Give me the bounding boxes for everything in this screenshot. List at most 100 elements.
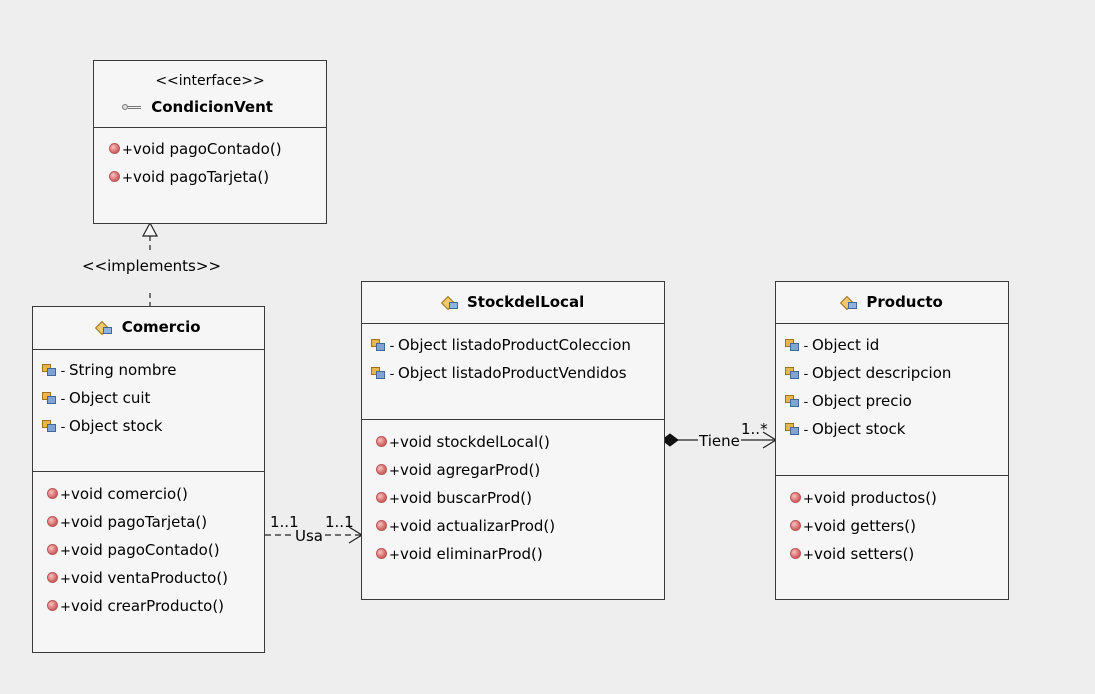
operation-text: void pagoTarjeta(): [133, 168, 270, 186]
interface-operations: +void pagoContado() +void pagoTarjeta(): [94, 128, 326, 223]
operation-row[interactable]: +void stockdelLocal(): [376, 432, 550, 452]
visibility-marker: +: [122, 171, 133, 186]
operation-row[interactable]: +void productos(): [790, 488, 937, 508]
class-producto[interactable]: Producto -Object id -Object descripcion …: [775, 281, 1009, 600]
operation-row[interactable]: +void comercio(): [47, 484, 188, 504]
visibility-marker: +: [803, 520, 814, 535]
class-operations: +void stockdelLocal() +void agregarProd(…: [362, 420, 664, 598]
field-icon: [371, 338, 385, 351]
class-header: Producto: [776, 282, 1008, 324]
visibility-marker: -: [803, 395, 809, 410]
usa-target-multiplicity: 1..1: [325, 513, 354, 531]
visibility-marker: +: [60, 544, 71, 559]
attribute-row[interactable]: -Object precio: [785, 391, 912, 411]
attribute-row[interactable]: -Object listadoProductColeccion: [371, 335, 631, 355]
visibility-marker: +: [389, 520, 400, 535]
operation-text: void agregarProd(): [400, 461, 541, 479]
operation-text: void buscarProd(): [400, 489, 532, 507]
visibility-marker: +: [389, 492, 400, 507]
visibility-marker: -: [60, 392, 66, 407]
attribute-row[interactable]: -Object stock: [42, 416, 162, 436]
visibility-marker: -: [803, 339, 809, 354]
interface-name: CondicionVent: [151, 97, 273, 116]
operation-row[interactable]: +void agregarProd(): [376, 460, 540, 480]
class-attributes: -Object listadoProductColeccion -Object …: [362, 324, 664, 420]
interface-condicion-venta[interactable]: <<interface>> CondicionVent +void pagoCo…: [93, 60, 327, 224]
class-icon: [96, 320, 113, 334]
operation-text: void pagoContado(): [71, 541, 220, 559]
visibility-marker: +: [122, 143, 133, 158]
operation-icon: [376, 492, 387, 503]
field-icon: [785, 422, 799, 435]
field-icon: [42, 419, 56, 432]
operation-row[interactable]: +void buscarProd(): [376, 488, 532, 508]
attribute-text: Object listadoProductVendidos: [398, 364, 627, 382]
attribute-row[interactable]: -Object listadoProductVendidos: [371, 363, 627, 383]
class-attributes: -String nombre -Object cuit -Object stoc…: [33, 350, 264, 472]
operation-icon: [376, 436, 387, 447]
operation-row[interactable]: +void crearProducto(): [47, 596, 224, 616]
class-operations: +void comercio() +void pagoTarjeta() +vo…: [33, 472, 264, 652]
operation-row[interactable]: +void ventaProducto(): [47, 568, 228, 588]
operation-icon: [47, 488, 58, 499]
usa-source-multiplicity: 1..1: [270, 513, 299, 531]
attribute-text: String nombre: [69, 361, 177, 379]
interface-stereotype: <<interface>>: [155, 73, 265, 89]
operation-row[interactable]: +void pagoContado(): [109, 139, 282, 159]
operation-icon: [47, 516, 58, 527]
operation-row[interactable]: +void setters(): [790, 544, 914, 564]
visibility-marker: +: [803, 492, 814, 507]
attribute-row[interactable]: -Object cuit: [42, 388, 150, 408]
visibility-marker: +: [389, 436, 400, 451]
operation-icon: [109, 171, 120, 182]
operation-text: void setters(): [814, 545, 915, 563]
operation-text: void stockdelLocal(): [400, 433, 550, 451]
operation-text: void pagoContado(): [133, 140, 282, 158]
operation-icon: [376, 520, 387, 531]
implements-label: <<implements>>: [79, 257, 225, 275]
visibility-marker: -: [389, 339, 395, 354]
operation-row[interactable]: +void getters(): [790, 516, 916, 536]
attribute-text: Object precio: [812, 392, 912, 410]
class-name: StockdelLocal: [467, 292, 585, 311]
visibility-marker: -: [803, 367, 809, 382]
class-comercio[interactable]: Comercio -String nombre -Object cuit -Ob…: [32, 306, 265, 653]
operation-text: void productos(): [814, 489, 937, 507]
operation-row[interactable]: +void pagoContado(): [47, 540, 220, 560]
visibility-marker: -: [389, 367, 395, 382]
attribute-row[interactable]: -Object id: [785, 335, 879, 355]
operation-icon: [109, 143, 120, 154]
class-icon: [841, 295, 858, 309]
tiene-target-multiplicity: 1..*: [741, 420, 768, 438]
operation-row[interactable]: +void actualizarProd(): [376, 516, 555, 536]
operation-row[interactable]: +void pagoTarjeta(): [47, 512, 207, 532]
class-header: Comercio: [33, 307, 264, 350]
operation-text: void getters(): [814, 517, 916, 535]
operation-text: void pagoTarjeta(): [71, 513, 208, 531]
field-icon: [371, 366, 385, 379]
visibility-marker: +: [60, 600, 71, 615]
visibility-marker: -: [803, 423, 809, 438]
visibility-marker: +: [60, 572, 71, 587]
operation-icon: [790, 520, 801, 531]
interface-icon: [122, 102, 142, 112]
attribute-row[interactable]: -Object stock: [785, 419, 905, 439]
operation-row[interactable]: +void eliminarProd(): [376, 544, 543, 564]
operation-text: void comercio(): [71, 485, 188, 503]
attribute-row[interactable]: -String nombre: [42, 360, 176, 380]
usa-label: Usa: [294, 527, 324, 545]
operation-icon: [376, 548, 387, 559]
class-icon: [442, 295, 458, 309]
class-name: Producto: [866, 292, 943, 311]
field-icon: [785, 366, 799, 379]
operation-icon: [790, 548, 801, 559]
class-stockdellocal[interactable]: StockdelLocal -Object listadoProductCole…: [361, 281, 665, 600]
attribute-row[interactable]: -Object descripcion: [785, 363, 951, 383]
visibility-marker: +: [389, 464, 400, 479]
operation-row[interactable]: +void pagoTarjeta(): [109, 167, 269, 187]
attribute-text: Object stock: [812, 420, 906, 438]
attribute-text: Object descripcion: [812, 364, 952, 382]
class-name: Comercio: [121, 317, 201, 336]
operation-icon: [47, 600, 58, 611]
visibility-marker: -: [60, 420, 66, 435]
